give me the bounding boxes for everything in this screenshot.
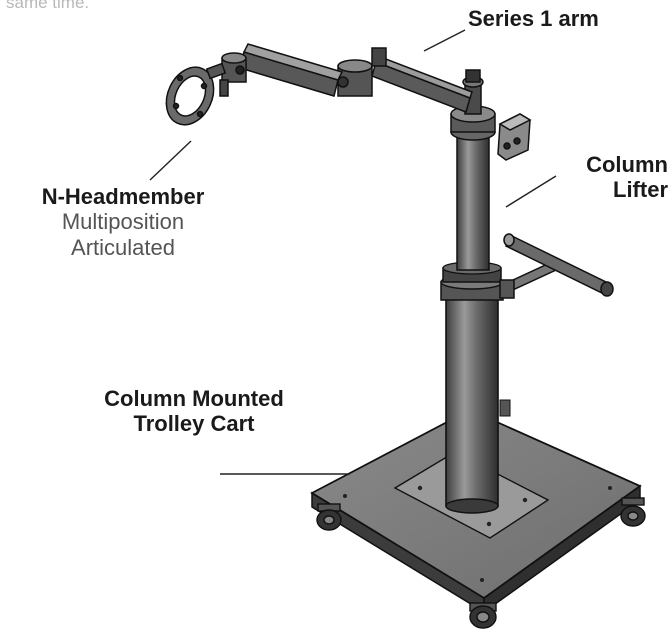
label-trolley-cart: Column Mounted Trolley Cart: [84, 386, 304, 437]
column-head: [450, 69, 532, 161]
arm-joint-left: [219, 52, 247, 97]
label-headmember-title: N-Headmember: [41, 184, 205, 209]
column-upper: [456, 131, 490, 271]
leader-column-lifter: [505, 175, 557, 208]
label-headmember: N-Headmember Multiposition Articulated: [18, 184, 228, 260]
label-trolley-line2: Trolley Cart: [133, 411, 255, 437]
top-caption: same time.: [6, 0, 90, 12]
label-headmember-sub1: Multiposition: [61, 209, 185, 235]
leader-lines: [149, 29, 557, 475]
headmember-ring: [165, 62, 227, 126]
arm-joint-middle: [337, 47, 387, 97]
caster-front: [469, 602, 497, 629]
leader-series-arm: [423, 29, 466, 52]
caster-right: [620, 497, 646, 527]
label-headmember-sub2: Articulated: [71, 234, 175, 260]
label-series-arm: Series 1 arm: [468, 6, 599, 31]
series-arm: [165, 43, 473, 126]
label-column-lifter-line2: Lifter: [613, 177, 668, 203]
caster-wheels: [316, 497, 646, 629]
caster-left: [316, 503, 342, 531]
label-column-lifter-line1: Column: [586, 152, 668, 177]
label-trolley-line1: Column Mounted: [104, 386, 284, 411]
leader-headmember: [149, 140, 192, 181]
label-column-lifter: Column Lifter: [560, 152, 668, 203]
column-lifter-handle: [498, 233, 614, 299]
